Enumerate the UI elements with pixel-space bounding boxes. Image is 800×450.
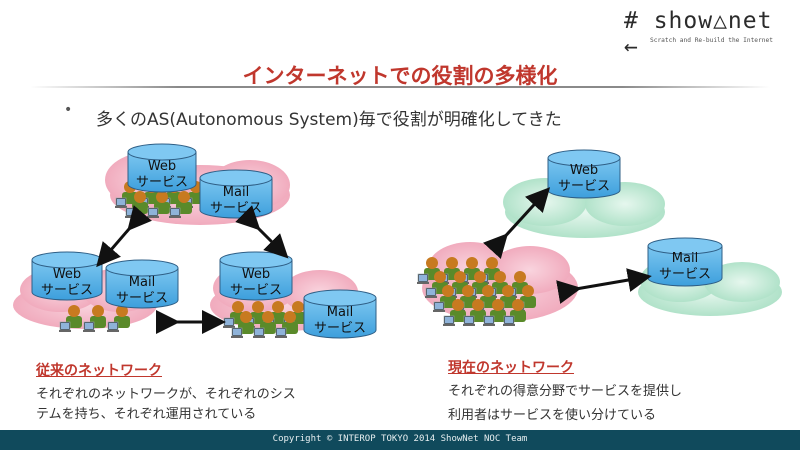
- mail-server-left-line1: Mail: [129, 275, 155, 290]
- mail-server-top-line2: サービス: [210, 201, 262, 216]
- footer-copyright: Copyright © INTEROP TOKYO 2014 ShowNet N…: [272, 434, 528, 444]
- mail-server-remote-line1: Mail: [672, 251, 698, 266]
- arrow-top-to-right: [235, 205, 289, 259]
- bullet-dot-icon: •: [64, 102, 73, 118]
- logo-text: # show△net ←: [624, 8, 773, 60]
- left-caption-text: それぞれのネットワークが、それぞれのシス テムを持ち、それぞれ運用されている: [36, 385, 296, 425]
- web-server-top-line2: サービス: [136, 175, 188, 190]
- title-divider: [30, 86, 770, 88]
- web-server-left: Web サービス: [31, 251, 103, 301]
- mail-server-left: Mail サービス: [105, 259, 179, 309]
- right-caption-line-1: それぞれの得意分野でサービスを提供し: [448, 384, 683, 399]
- web-server-left-line1: Web: [53, 267, 81, 282]
- mail-server-remote: Mail サービス: [647, 237, 723, 287]
- web-server-top: Web サービス: [127, 143, 197, 193]
- web-server-remote: Web サービス: [547, 149, 621, 199]
- right-caption-text: それぞれの得意分野でサービスを提供し 利用者はサービスを使い分けている: [448, 380, 682, 428]
- users-group-left: [58, 304, 131, 333]
- mail-server-top: Mail サービス: [199, 169, 273, 219]
- web-server-top-line1: Web: [148, 159, 176, 174]
- web-server-left-line2: サービス: [41, 283, 93, 298]
- logo-tagline: Scratch and Re-build the Internet: [650, 37, 773, 44]
- web-server-remote-line1: Web: [570, 163, 598, 178]
- left-caption-line-2: テムを持ち、それぞれ運用されている: [36, 407, 257, 422]
- right-caption-heading: 現在のネットワーク: [448, 360, 574, 376]
- mail-server-right-line2: サービス: [314, 321, 366, 336]
- mail-server-remote-line2: サービス: [659, 267, 711, 282]
- network-diagram: Web サービス Mail サービス Web サービス Mail サービス We…: [13, 143, 782, 339]
- web-server-right-line1: Web: [242, 267, 270, 282]
- arrow-users-to-mail: [556, 268, 652, 304]
- right-caption-line-2: 利用者はサービスを使い分けている: [448, 408, 657, 423]
- web-server-right-line2: サービス: [230, 283, 282, 298]
- mail-server-right-line1: Mail: [327, 305, 353, 320]
- left-caption-line-1: それぞれのネットワークが、それぞれのシス: [36, 387, 296, 402]
- footer-bar: Copyright © INTEROP TOKYO 2014 ShowNet N…: [0, 430, 800, 450]
- arrow-users-to-web: [483, 187, 551, 259]
- page-title: インターネットでの役割の多様化: [242, 64, 558, 88]
- shownet-logo: # show△net ← Scratch and Re-build the In…: [618, 6, 796, 60]
- web-server-remote-line2: サービス: [558, 179, 610, 194]
- mail-server-right: Mail サービス: [303, 289, 377, 339]
- arrow-top-to-left: [96, 205, 152, 268]
- web-server-right: Web サービス: [219, 251, 293, 301]
- mail-server-top-line1: Mail: [223, 185, 249, 200]
- left-caption-heading: 従来のネットワーク: [36, 363, 162, 379]
- bullet-text: 多くのAS(Autonomous System)毎で役割が明確化してきた: [96, 110, 562, 130]
- mail-server-left-line2: サービス: [116, 291, 168, 306]
